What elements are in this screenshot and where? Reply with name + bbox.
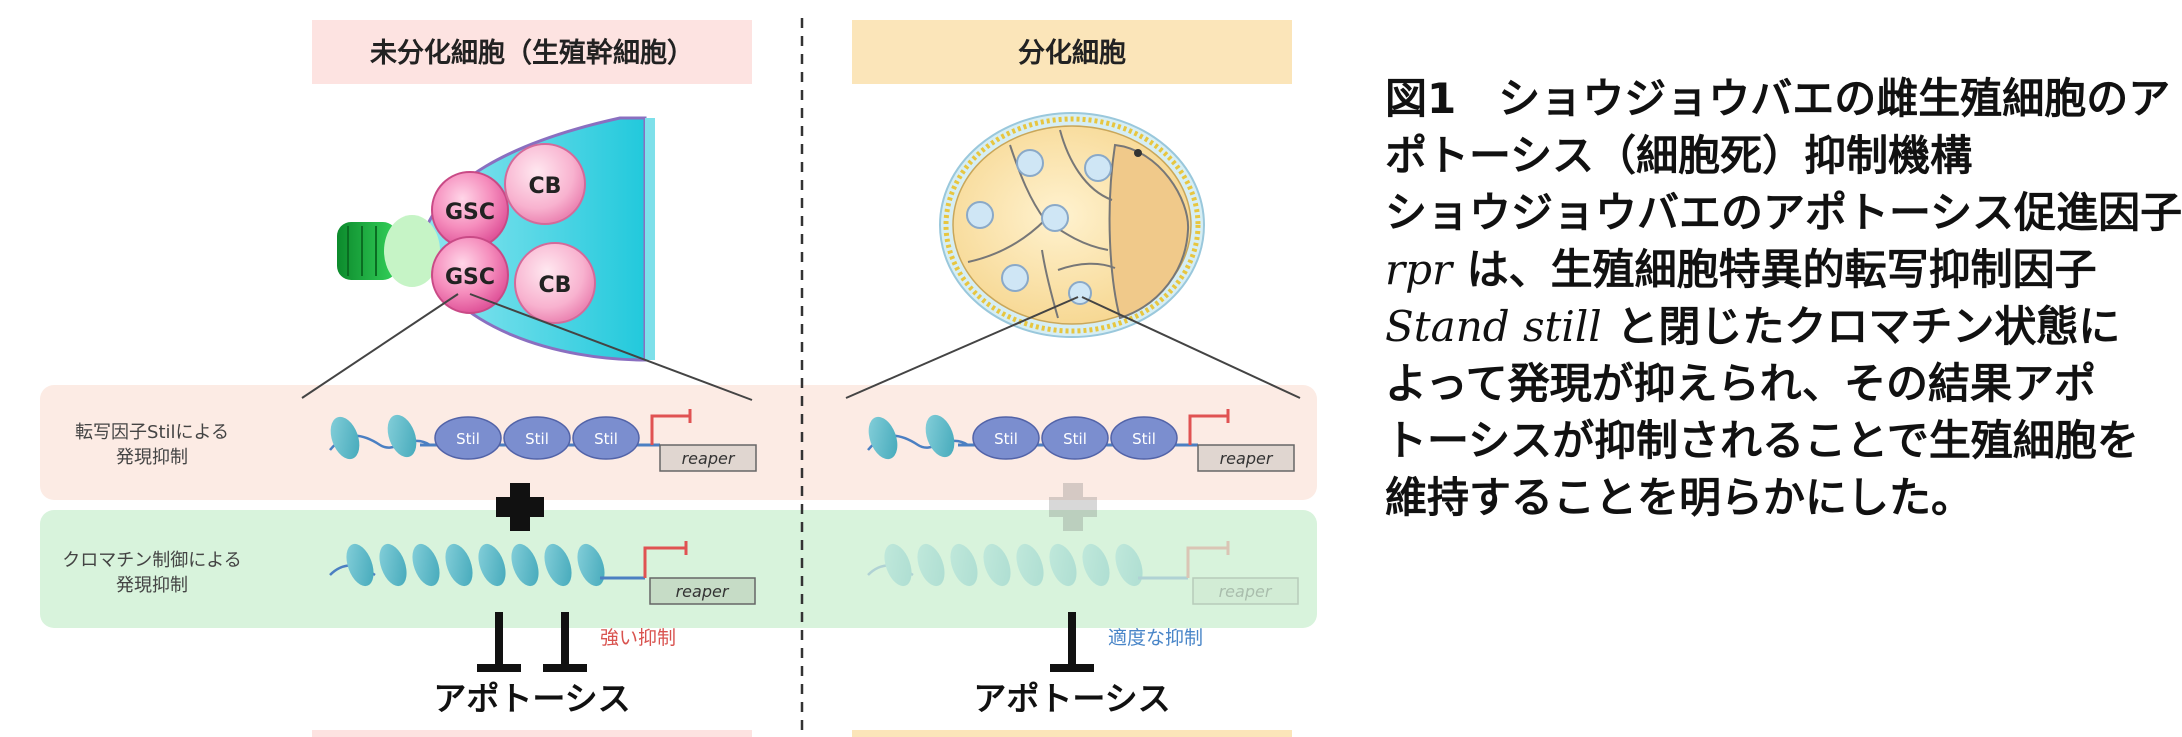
footer-right-strip (852, 730, 1292, 737)
footer-left-strip (312, 730, 752, 737)
stil-protein-label: Stil (1132, 430, 1156, 448)
plus-sign-weak (1049, 483, 1097, 531)
stil-protein (1041, 416, 1109, 460)
germarium: GSC GSC CB CB (337, 116, 655, 362)
niche (337, 222, 397, 280)
zoom-line (1081, 296, 1301, 399)
stil-protein (503, 416, 571, 460)
caption-body-line2-text: は、生殖細胞特異的転写抑制因子 (1452, 245, 2097, 294)
reaper-gene-box (1197, 444, 1295, 472)
left-stil-row: Stil Stil Stil reaper (329, 409, 757, 472)
zoom-line (469, 293, 753, 401)
moderate-repression-label: 適度な抑制 (1108, 627, 1203, 649)
apoptosis-left: アポトーシス (433, 679, 630, 718)
reaper-gene-box (649, 577, 756, 605)
caption-gene-stil: Stand still (1385, 302, 1602, 351)
figure-caption: 図1 ショウジョウバエの雌生殖細胞のア ポトーシス（細胞死）抑制機構 ショウジョ… (1385, 70, 2182, 526)
header-left-bg (312, 20, 752, 84)
stil-protein-label: Stil (594, 430, 618, 448)
chromatin-row-bg (40, 510, 1317, 628)
reaper-gene-label: reaper (682, 449, 736, 468)
reaper-gene-box (659, 444, 757, 472)
reaper-gene-label: reaper (676, 582, 730, 601)
zoom-line (301, 293, 459, 399)
cb-label-bottom: CB (539, 273, 572, 298)
stil-protein (1110, 416, 1178, 460)
caption-title-line2: ポトーシス（細胞死）抑制機構 (1385, 131, 1973, 180)
reaper-gene-box (1192, 577, 1299, 605)
caption-body-line6: 維持することを明らかにした。 (1385, 473, 1974, 522)
right-stil-row: Stil Stil Stil reaper (867, 409, 1295, 472)
zoom-line (845, 296, 1079, 399)
cb-cell-top (504, 143, 586, 225)
stil-row-label-line1: 転写因子Stilによる (75, 422, 229, 443)
stil-row-label-line2: 発現抑制 (116, 447, 188, 468)
caption-body-line3-text: と閉じたクロマチン状態に (1601, 302, 2121, 351)
caption-body-line3: Stand still と閉じたクロマチン状態に (1385, 298, 2145, 355)
stil-protein-label: Stil (994, 430, 1018, 448)
cb-label-top: CB (529, 174, 562, 199)
stil-row-bg (40, 385, 1317, 500)
caption-body-line2: rpr は、生殖細胞特異的転写抑制因子 (1385, 241, 2145, 298)
right-inhibition-bar (1050, 612, 1094, 672)
caption-body-line1: ショウジョウバエのアポトーシス促進因子 (1385, 188, 2182, 237)
caption-gene-rpr: rpr (1385, 245, 1453, 294)
chromatin-row-label-line2: 発現抑制 (116, 575, 188, 596)
reaper-gene-label: reaper (1220, 449, 1274, 468)
chromatin-row-label-line1: クロマチン制御による (62, 550, 241, 571)
gsc-label-bottom: GSC (445, 265, 495, 290)
left-inhibition-bars (477, 612, 587, 672)
diagram: 未分化細胞（生殖幹細胞） 分化細胞 GSC GSC CB CB (40, 18, 1317, 737)
header-right-bg (852, 20, 1292, 84)
header-right: 分化細胞 (1018, 38, 1126, 69)
egg-chamber (939, 112, 1205, 338)
cb-cell-bottom (514, 242, 596, 324)
stil-protein-label: Stil (525, 430, 549, 448)
stil-protein-label: Stil (456, 430, 480, 448)
stil-protein (572, 416, 640, 460)
left-chromatin-row: reaper (329, 541, 756, 605)
header-left: 未分化細胞（生殖幹細胞） (370, 37, 694, 69)
gsc-cell-bottom (431, 236, 509, 314)
plus-sign-strong (496, 483, 544, 531)
reaper-gene-label: reaper (1219, 582, 1273, 601)
stil-protein-label: Stil (1063, 430, 1087, 448)
apoptosis-right: アポトーシス (973, 679, 1170, 718)
gsc-label-top: GSC (445, 200, 495, 225)
stil-protein (434, 416, 502, 460)
caption-body-line4: よって発現が抑えられ、その結果アポ (1385, 359, 2097, 408)
caption-title-line1: 図1 ショウジョウバエの雌生殖細胞のア (1385, 74, 2171, 123)
strong-repression-label: 強い抑制 (600, 627, 676, 649)
caption-body-line5: トーシスが抑制されることで生殖細胞を (1385, 416, 2139, 465)
stil-protein (972, 416, 1040, 460)
right-chromatin-row: reaper (867, 541, 1299, 605)
